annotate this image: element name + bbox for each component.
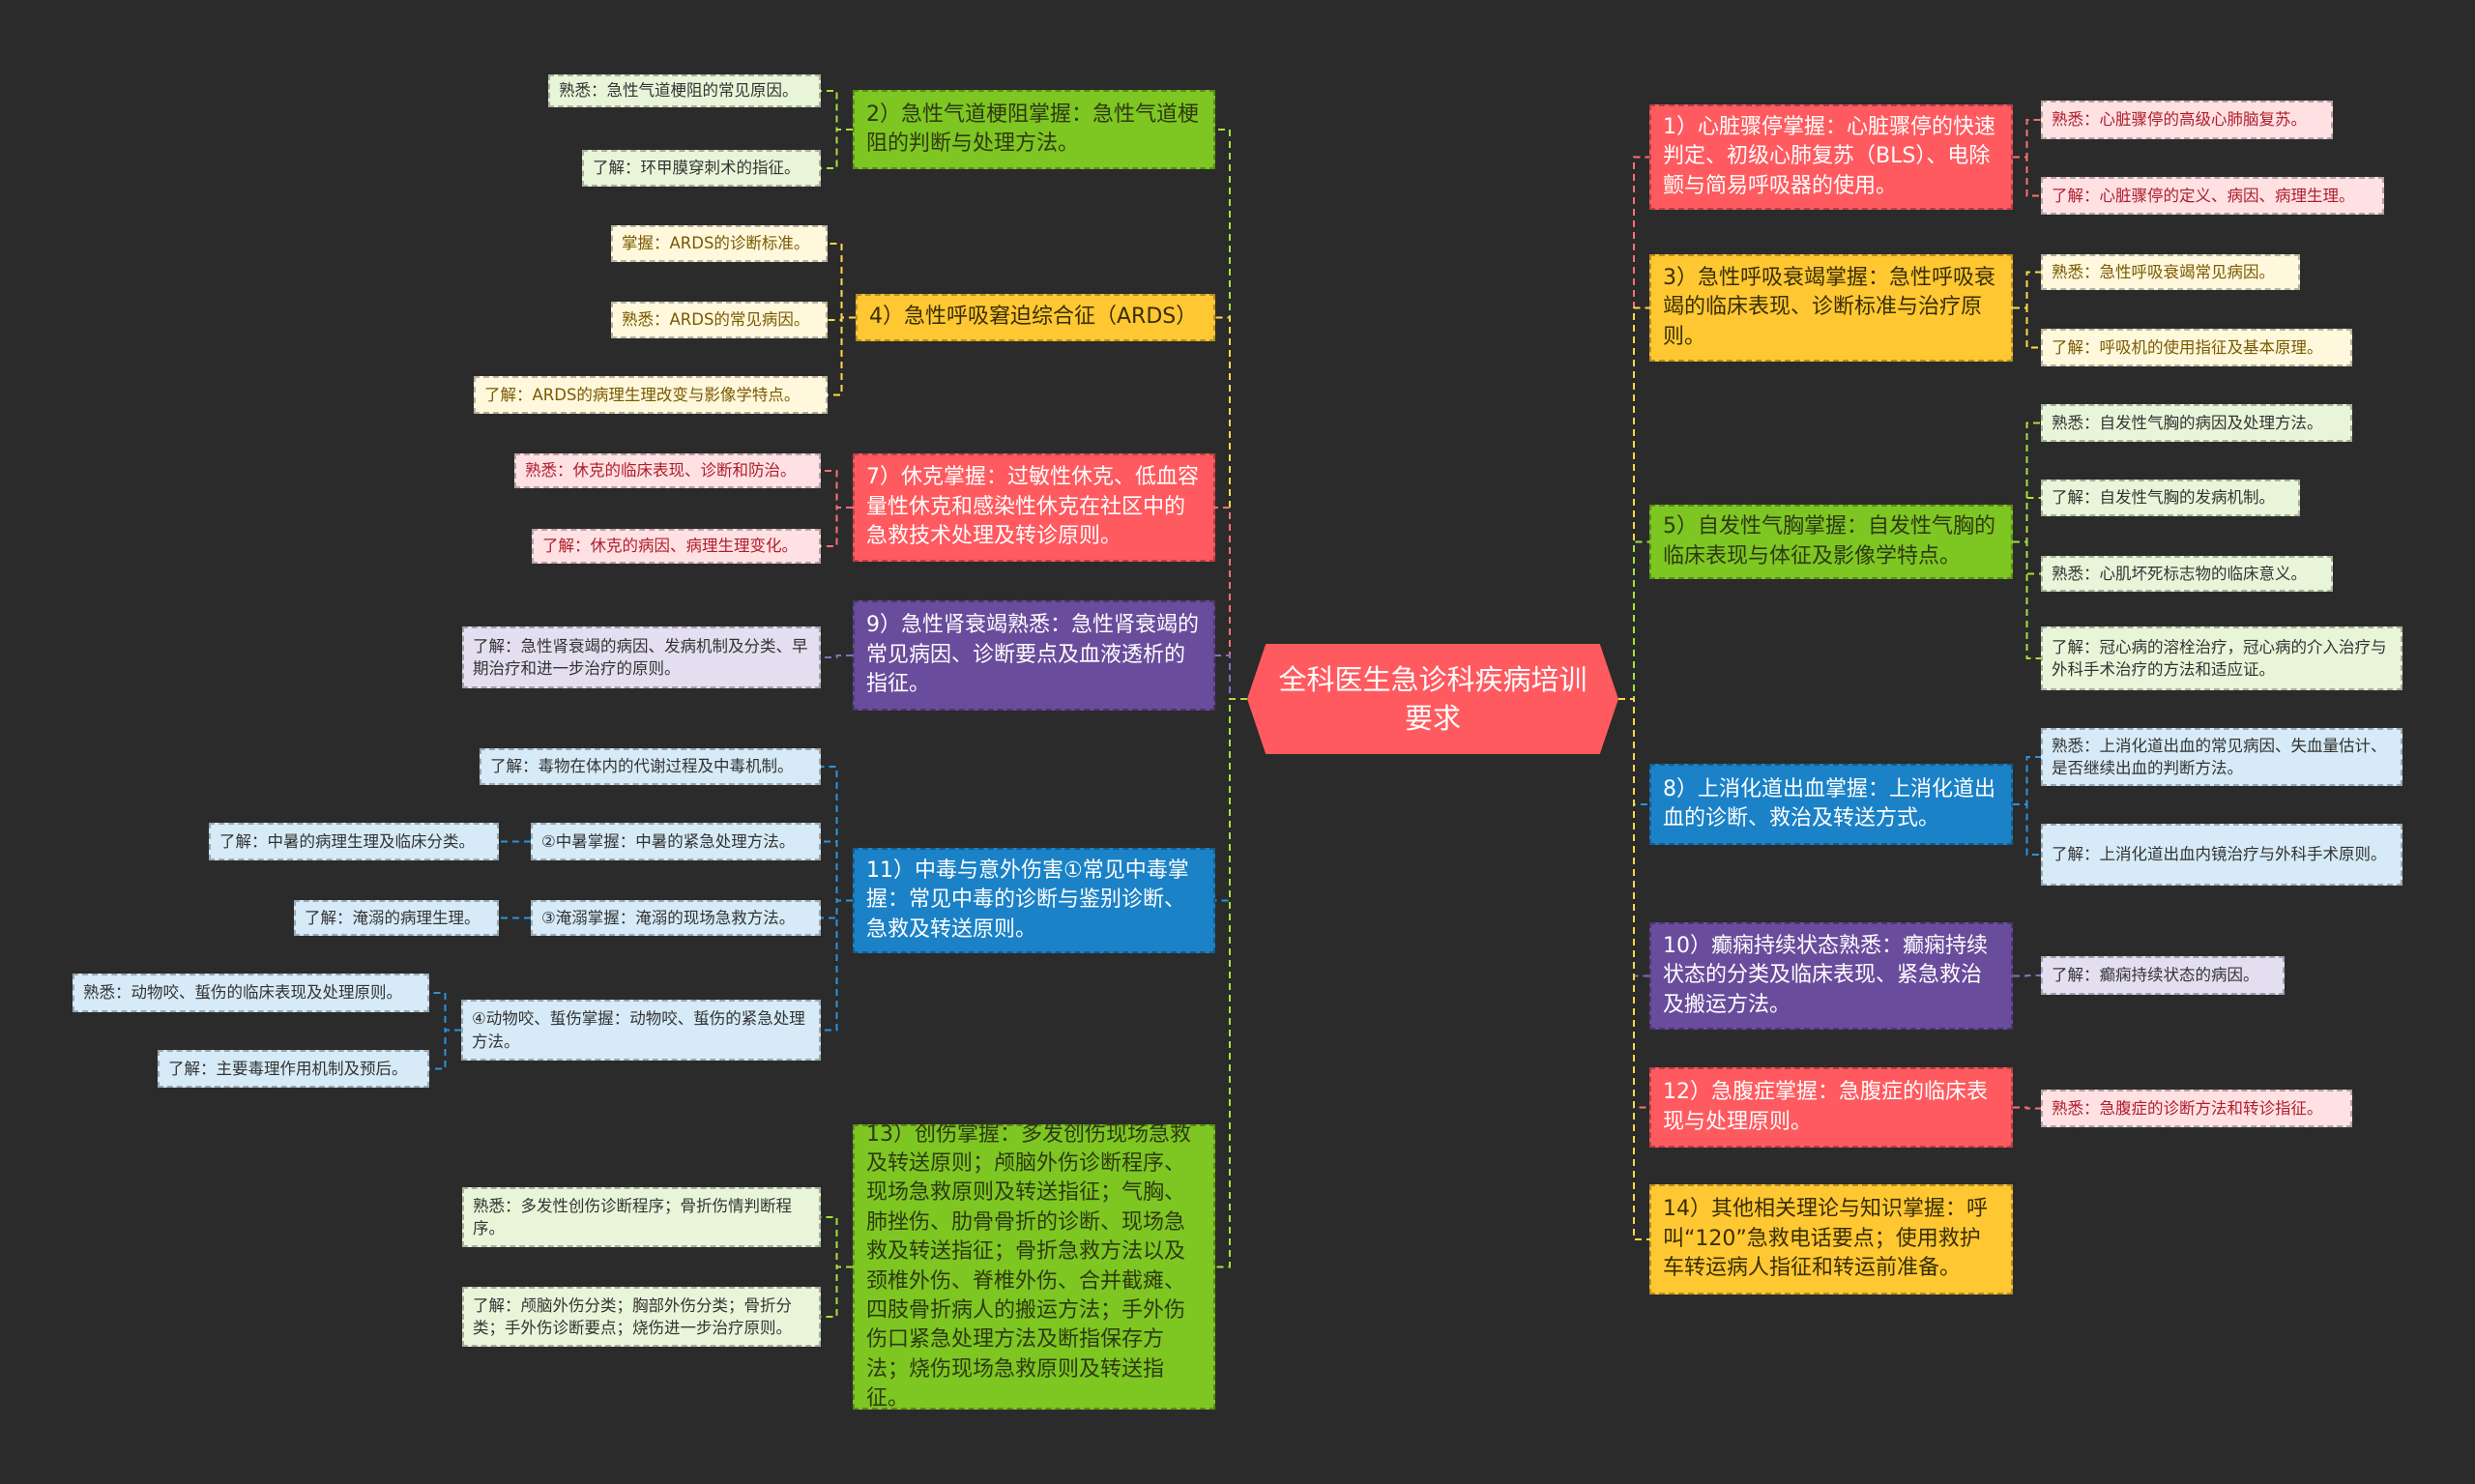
branch-status-epilepticus[interactable]: 10）癫痫持续状态熟悉：癫痫持续状态的分类及临床表现、紧急救治及搬运方法。 [1649, 922, 2013, 1030]
branch-pneumothorax[interactable]: 5）自发性气胸掌握：自发性气胸的临床表现与体征及影像学特点。 [1649, 505, 2013, 579]
connector-line [1618, 698, 1649, 1240]
connector-line [2013, 497, 2041, 543]
leaf-node[interactable]: 了解：急性肾衰竭的病因、发病机制及分类、早期治疗和进一步治疗的原则。 [462, 626, 821, 688]
branch-cardiac-arrest[interactable]: 1）心脏骤停掌握：心脏骤停的快速判定、初级心肺复苏（BLS）、电除颤与简易呼吸器… [1649, 104, 2013, 210]
connector-line [821, 899, 853, 1032]
leaf-node[interactable]: 了解：癫痫持续状态的病因。 [2041, 956, 2285, 995]
leaf-node[interactable]: 熟悉：自发性气胸的病因及处理方法。 [2041, 404, 2352, 442]
branch-respiratory-failure[interactable]: 3）急性呼吸衰竭掌握：急性呼吸衰竭的临床表现、诊断标准与治疗原则。 [1649, 254, 2013, 362]
leaf-node[interactable]: 了解：自发性气胸的发病机制。 [2041, 480, 2300, 516]
leaf-node[interactable]: 了解：颅脑外伤分类；胸部外伤分类；骨折分类；手外伤诊断要点；烧伤进一步治疗原则。 [462, 1287, 821, 1347]
connector-line [821, 766, 853, 902]
connector-line [2013, 540, 2041, 659]
connector-line [1215, 129, 1247, 700]
connector-line [2013, 422, 2041, 543]
connector-line [821, 90, 853, 131]
connector-line [1618, 698, 1649, 1109]
connector-line [2013, 1106, 2041, 1110]
leaf-node[interactable]: 了解：休克的病因、病理生理变化。 [532, 529, 821, 564]
connector-line [821, 129, 853, 169]
connector-line [821, 1266, 853, 1318]
leaf-node[interactable]: 了解：上消化道出血内镜治疗与外科手术原则。 [2041, 824, 2402, 886]
leaf-node[interactable]: 了解：呼吸机的使用指征及基本原理。 [2041, 329, 2352, 366]
leaf-node[interactable]: 了解：淹溺的病理生理。 [294, 900, 499, 936]
connector-line [2013, 756, 2041, 805]
connector-line [821, 1216, 853, 1268]
connector-line [1618, 306, 1649, 700]
leaf-node[interactable]: 了解：主要毒理作用机制及预后。 [158, 1050, 429, 1088]
leaf-node[interactable]: 了解：冠心病的溶栓治疗，冠心病的介入治疗与外科手术治疗的方法和适应证。 [2041, 626, 2402, 690]
branch-ards[interactable]: 4）急性呼吸窘迫综合征（ARDS） [856, 294, 1215, 341]
leaf-node[interactable]: 了解：环甲膜穿刺术的指征。 [582, 150, 821, 187]
leaf-node[interactable]: 了解：心脏骤停的定义、病因、病理生理。 [2041, 177, 2384, 215]
connector-line [1215, 655, 1247, 700]
connector-line [2013, 119, 2041, 159]
leaf-node[interactable]: 了解：中暑的病理生理及临床分类。 [209, 823, 499, 860]
connector-line [429, 1029, 461, 1070]
connector-line [2013, 306, 2041, 349]
subtopic-drowning[interactable]: ③淹溺掌握：淹溺的现场急救方法。 [531, 900, 821, 936]
connector-line [1215, 698, 1247, 1268]
connector-line [821, 840, 853, 902]
connector-line [1215, 698, 1247, 902]
subtopic-animal-bites[interactable]: ④动物咬、蜇伤掌握：动物咬、蜇伤的紧急处理方法。 [461, 1000, 821, 1061]
connector-line [828, 243, 856, 319]
branch-trauma[interactable]: 13）创伤掌握：多发创伤现场急救及转送原则；颅脑外伤诊断程序、现场急救原则及转送… [853, 1122, 1215, 1411]
connector-line [821, 655, 853, 658]
leaf-node[interactable]: 掌握：ARDS的诊断标准。 [611, 225, 828, 262]
connector-line [429, 992, 461, 1032]
leaf-node[interactable]: 熟悉：休克的临床表现、诊断和防治。 [514, 453, 821, 488]
leaf-node[interactable]: 熟悉：急性气道梗阻的常见原因。 [548, 74, 821, 107]
leaf-node[interactable]: 熟悉：心脏骤停的高级心肺脑复苏。 [2041, 101, 2333, 139]
connector-line [1215, 316, 1247, 700]
branch-airway-obstruction[interactable]: 2）急性气道梗阻掌握：急性气道梗阻的判断与处理方法。 [853, 90, 1215, 169]
connector-line [1618, 540, 1649, 700]
connector-line [2013, 975, 2041, 977]
branch-other-knowledge[interactable]: 14）其他相关理论与知识掌握：呼叫“120”急救电话要点；使用救护车转运病人指征… [1649, 1184, 2013, 1295]
connector-line [828, 316, 856, 396]
leaf-node[interactable]: 熟悉：动物咬、蜇伤的临床表现及处理原则。 [73, 974, 429, 1012]
leaf-node[interactable]: 熟悉：ARDS的常见病因。 [611, 302, 828, 338]
branch-shock[interactable]: 7）休克掌握：过敏性休克、低血容量性休克和感染性休克在社区中的急救技术处理及转诊… [853, 453, 1215, 562]
subtopic-heatstroke[interactable]: ②中暑掌握：中暑的紧急处理方法。 [531, 823, 821, 860]
connector-line [821, 470, 853, 509]
leaf-node[interactable]: 了解：ARDS的病理生理改变与影像学特点。 [474, 376, 828, 414]
connector-line [2013, 156, 2041, 197]
connector-line [1618, 698, 1649, 805]
leaf-node[interactable]: 熟悉：急性呼吸衰竭常见病因。 [2041, 254, 2300, 290]
connector-line [1215, 507, 1247, 700]
branch-poisoning[interactable]: 11）中毒与意外伤害①常见中毒掌握：常见中毒的诊断与鉴别诊断、急救及转送原则。 [853, 848, 1215, 953]
leaf-node[interactable]: 了解：毒物在体内的代谢过程及中毒机制。 [480, 748, 821, 785]
connector-line [821, 507, 853, 547]
branch-renal-failure[interactable]: 9）急性肾衰竭熟悉：急性肾衰竭的常见病因、诊断要点及血液透析的指征。 [853, 600, 1215, 711]
branch-gi-bleeding[interactable]: 8）上消化道出血掌握：上消化道出血的诊断、救治及转送方式。 [1649, 764, 2013, 845]
connector-line [2013, 803, 2041, 856]
leaf-node[interactable]: 熟悉：急腹症的诊断方法和转诊指征。 [2041, 1090, 2352, 1127]
leaf-node[interactable]: 熟悉：心肌坏死标志物的临床意义。 [2041, 556, 2333, 592]
central-topic[interactable]: 全科医生急诊科疾病培训要求 [1247, 644, 1618, 754]
leaf-node[interactable]: 熟悉：多发性创伤诊断程序；骨折伤情判断程序。 [462, 1187, 821, 1247]
branch-acute-abdomen[interactable]: 12）急腹症掌握：急腹症的临床表现与处理原则。 [1649, 1067, 2013, 1148]
connector-line [2013, 271, 2041, 309]
leaf-node[interactable]: 熟悉：上消化道出血的常见病因、失血量估计、是否继续出血的判断方法。 [2041, 728, 2402, 786]
